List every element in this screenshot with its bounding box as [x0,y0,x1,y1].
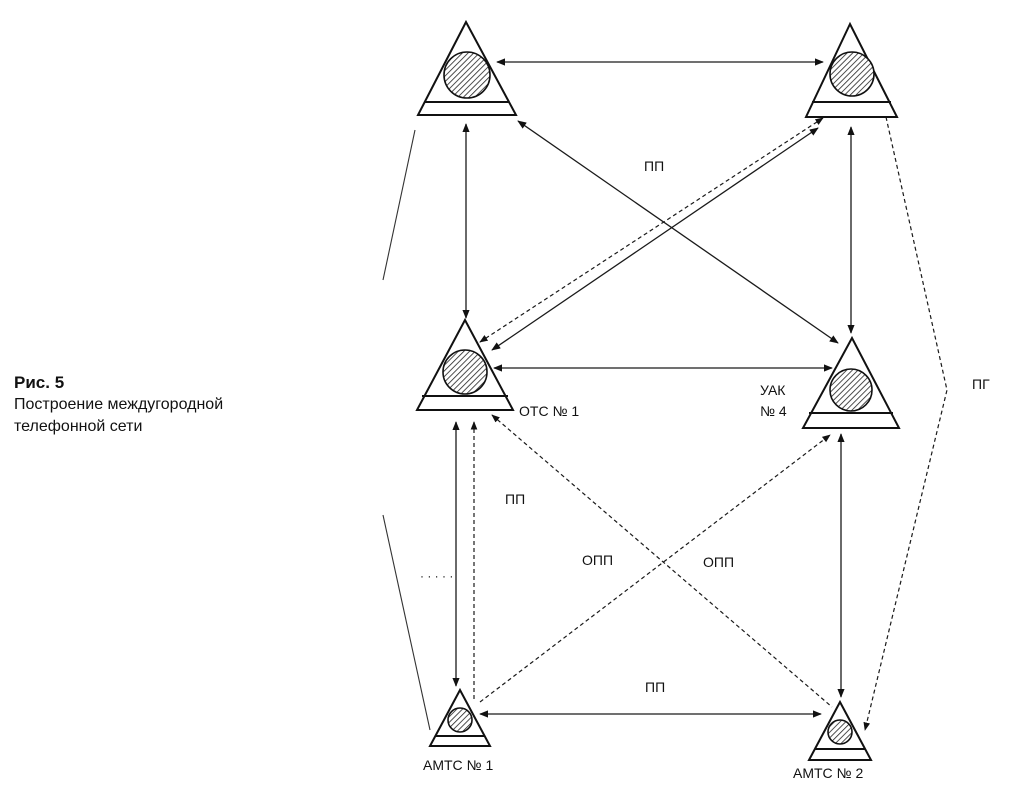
scan-stroke-left-upper [382,129,416,281]
figure-caption-line-2: телефонной сети [14,418,142,435]
node-label-ots1: ОТС № 1 [519,403,579,419]
node-uak4: УАК № 4 [760,335,901,429]
node-hatched-circle-icon [442,349,488,395]
scan-dots: · · · · · [420,569,453,583]
edge-label-pp-bottom: ПП [645,679,665,695]
dash-ots1-amts2 [491,414,833,708]
figure-caption-line-1: Построение междугородной [14,396,223,413]
node-hatched-circle-icon [829,368,873,412]
edge-label-opp-left: ОПП [582,552,613,568]
dash-amts1-uak4 [479,434,831,703]
edge-label-pp-cross: ПП [644,158,664,174]
node-hatched-circle-icon [447,707,473,733]
dash-topright-ots1 [479,117,824,343]
node-hatched-circle-icon [827,719,853,745]
edge-label-pg: ПГ [972,376,990,392]
dash-topright-amts2-pg [863,116,948,731]
node-top-right [804,21,899,118]
node-label-uak4-line-1: УАК [760,382,786,398]
edge-label-pp-left: ПП [505,491,525,507]
node-label-amts2: АМТС № 2 [793,765,863,781]
node-top-left [416,19,518,116]
node-hatched-circle-icon [443,51,491,99]
node-hatched-circle-icon [829,51,875,97]
node-amts2: АМТС № 2 [793,699,873,781]
node-ots1: ОТС № 1 [415,317,579,419]
edge-label-opp-right: ОПП [703,554,734,570]
node-label-amts1: АМТС № 1 [423,757,493,773]
scan-stroke-left-lower [382,514,431,731]
link-cross-topleft-uak4 [517,120,839,344]
node-label-uak4-line-2: № 4 [760,403,787,419]
figure-title: Рис. 5 [14,373,64,392]
links-dashed [470,116,948,731]
node-amts1: АМТС № 1 [423,687,493,773]
